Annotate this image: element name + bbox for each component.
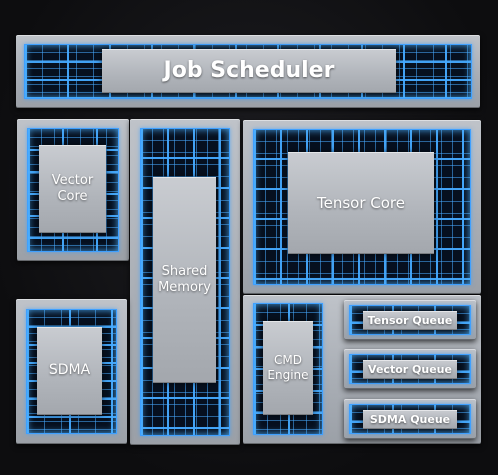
job-scheduler-label: Job Scheduler [102,49,396,93]
sdma-block: SDMA [16,299,127,444]
sdma-label: SDMA [37,327,102,415]
shared-memory-label: Shared Memory [153,177,216,383]
tensor-queue-block: Tensor Queue [344,300,476,340]
sdma-queue-block: SDMA Queue [344,399,476,439]
vector-core-block: Vector Core [17,119,129,261]
shared-memory-block: Shared Memory [130,119,240,445]
job-scheduler-block: Job Scheduler [16,35,480,108]
tensor-core-block: Tensor Core [243,120,481,294]
cmd-engine-label: CMD Engine [263,321,313,415]
sdma-queue-label: SDMA Queue [363,410,457,429]
cmd-engine-section: CMD Engine Tensor Queue Vector Queue SDM… [243,295,481,444]
vector-core-label: Vector Core [39,145,106,233]
tensor-queue-label: Tensor Queue [363,311,457,330]
vector-queue-block: Vector Queue [344,349,476,389]
tensor-core-label: Tensor Core [288,152,434,254]
vector-queue-label: Vector Queue [363,360,457,379]
